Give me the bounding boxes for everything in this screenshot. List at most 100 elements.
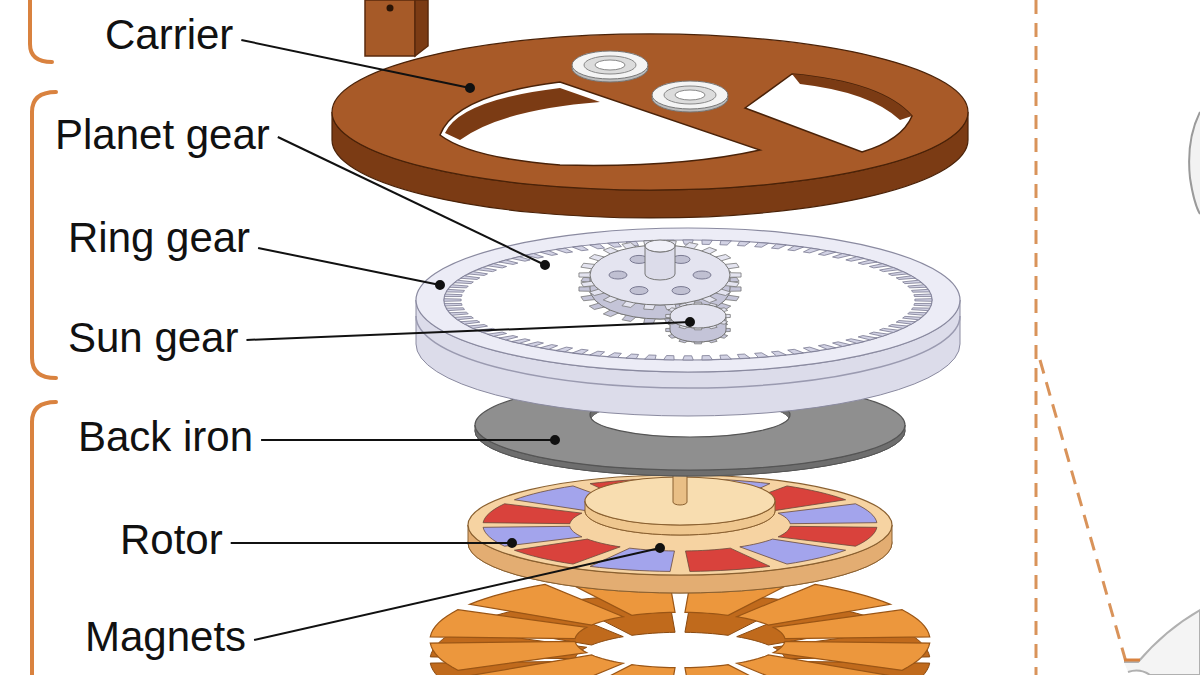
gear-hole [609,271,627,279]
gear-tooth [869,332,888,336]
gear-tooth [590,244,605,249]
part-label: Ring gear [68,214,250,262]
bearing-ring [584,56,636,74]
gear-tooth [888,272,907,276]
gear-hole [672,287,690,295]
gear-tooth [737,241,750,246]
gear-tooth [858,336,877,340]
bracket [32,92,56,378]
gear-tooth [818,251,835,256]
gear-tooth [499,336,518,340]
leader-line [258,248,440,285]
gear-tooth [468,325,487,329]
leader-line [278,137,545,265]
gear-tooth [869,264,888,268]
leader-line [254,548,660,640]
magnet-segment [778,504,877,524]
block-hole [387,5,394,12]
gear-tooth [556,347,573,352]
gear-hole [693,271,711,279]
detail-mark [1124,659,1140,662]
gear-tooth [880,328,899,332]
gear-tooth [488,332,507,336]
gear-tooth [590,351,605,356]
ring-side [416,300,960,416]
gear-tooth [915,299,932,302]
detail-divider [1036,0,1126,675]
gear-tooth [888,325,907,329]
gear-tooth [803,248,820,253]
gear-tooth [702,356,713,360]
gear-tooth [446,308,464,311]
bracket [32,402,56,675]
bearing-face [652,81,728,109]
carrier-face [332,34,968,190]
leader-line [261,439,555,441]
gear-tooth [833,342,851,347]
gear-tooth [903,280,922,283]
gear-tooth [461,321,480,325]
coil-face [773,610,929,639]
group-brackets [30,0,56,675]
gear-face [670,304,726,328]
bracket [30,0,52,62]
block-face [365,0,415,56]
block-side [415,0,428,56]
gear-tooth [645,355,657,359]
bearing-face [572,51,648,79]
gear-tooth [912,308,930,311]
gear-tooth [512,339,530,344]
part-label: Rotor [120,516,223,564]
bearing-bore [595,60,625,70]
detail-figure [1189,112,1200,214]
cutout-wall [445,88,600,140]
gear-tooth [444,303,462,306]
part-label: Back iron [78,413,253,461]
gear-tooth [573,349,589,354]
gear-tooth [608,243,622,248]
gear-tooth [450,285,469,288]
gear-tooth [846,339,864,344]
leader-dot [551,436,559,444]
carrier-body [332,34,968,218]
gear-tooth [914,303,932,306]
gear-tooth [540,251,557,256]
gear-tooth [499,260,518,264]
gear-tooth [788,349,804,354]
gear-tooth [454,316,473,319]
gear-tooth [556,248,573,253]
gear-shaft-top [645,240,675,252]
magnet-segment [686,548,770,571]
leader-dot [508,539,516,547]
gear-tooth [858,260,877,264]
gear-tooth [833,254,851,259]
gear-tooth [450,312,469,315]
ring-gear-body [416,228,960,416]
leader-line [231,542,512,544]
gear-tooth [914,294,932,297]
gear-tooth [446,289,464,292]
gear-tooth [540,345,557,350]
dashed-line [1035,0,1038,675]
coil-face [430,610,586,639]
dashed-line [1040,360,1126,662]
part-label: Carrier [105,11,233,59]
leader-line [246,322,690,340]
gear-tooth [702,240,713,244]
part-label: Magnets [85,613,246,661]
coil-face [685,665,795,675]
gear-tooth [771,351,786,356]
coil-face [565,665,675,675]
gear-tooth [818,345,835,350]
gear-tooth [573,246,589,251]
leader-lines [231,40,694,640]
detail-figure [1124,610,1200,675]
carrier-cutout [745,74,912,152]
gear-tooth [683,356,694,360]
gear-tooth [896,321,915,325]
gear-tooth [896,276,915,280]
leader-dot [466,84,474,92]
gear-tooth [912,289,930,292]
gear-tooth [468,272,487,276]
